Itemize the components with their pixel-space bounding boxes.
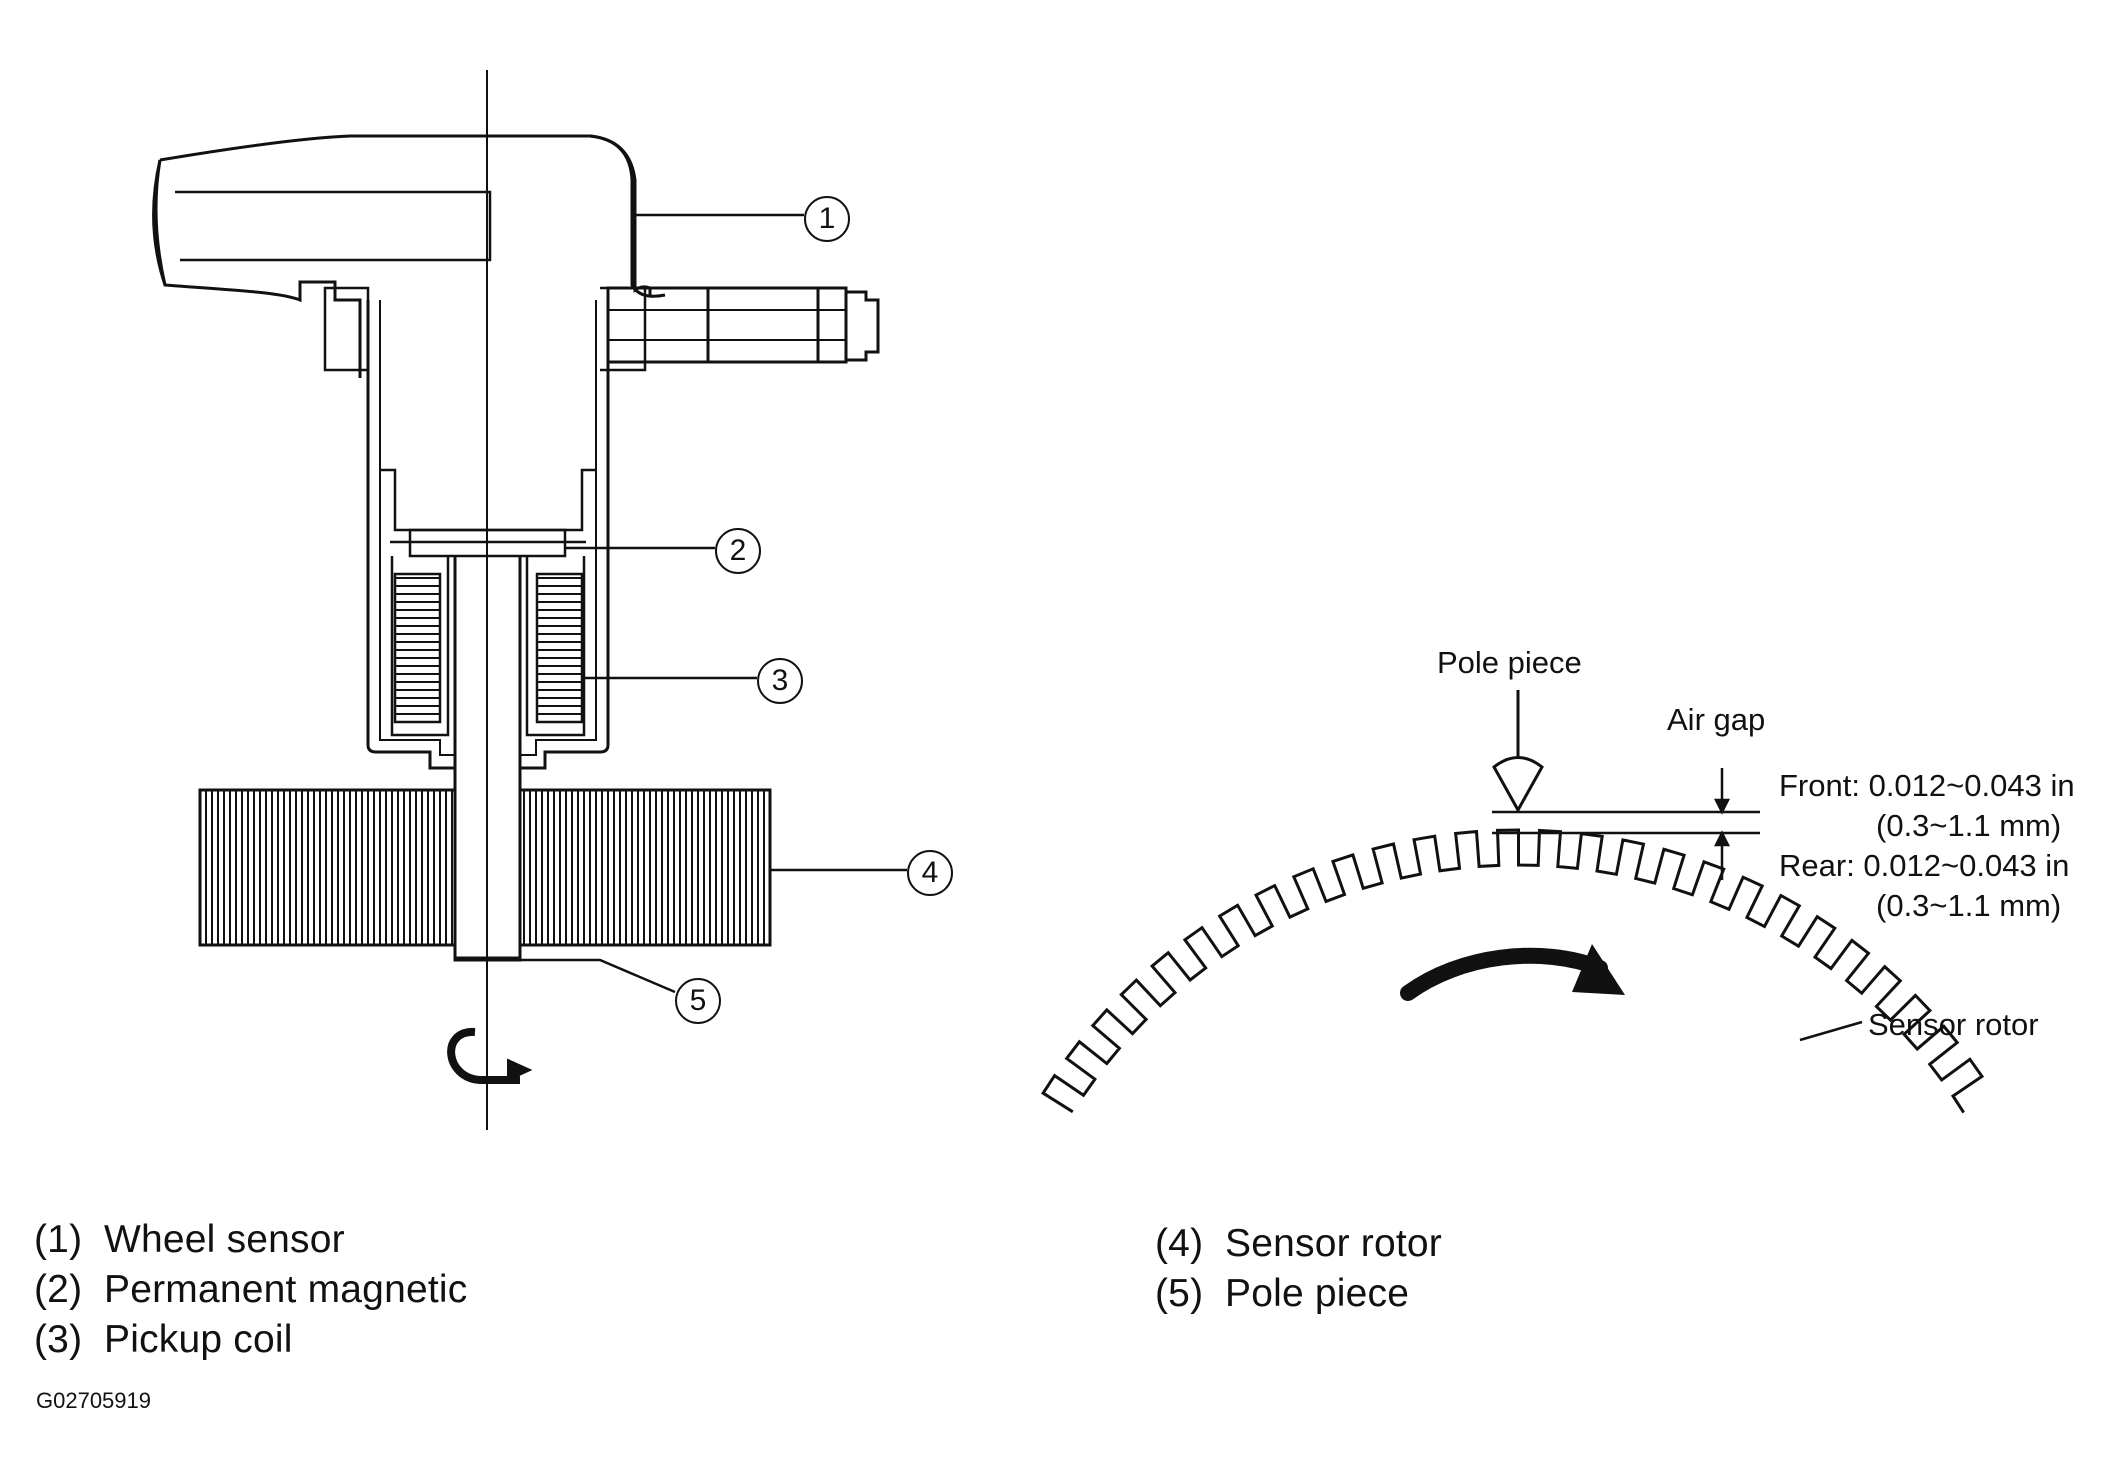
rear-gap-spec-mm: (0.3~1.1 mm) bbox=[1876, 888, 2062, 923]
air-gap-label: Air gap bbox=[1667, 702, 1766, 737]
legend-text: Wheel sensor bbox=[104, 1218, 345, 1261]
legend-text: Pole piece bbox=[1225, 1272, 1410, 1315]
legend-num: (1) bbox=[34, 1218, 83, 1261]
sensor-head bbox=[154, 134, 652, 378]
callout-3: 3 bbox=[757, 658, 803, 704]
sensor-housing bbox=[323, 286, 647, 962]
pole-piece-label: Pole piece bbox=[1437, 645, 1582, 680]
sensor-rotor-side-right bbox=[518, 788, 772, 947]
legend-num: (2) bbox=[34, 1268, 83, 1311]
front-gap-spec: Front: 0.012~0.043 in bbox=[1779, 768, 2075, 803]
callout-1: 1 bbox=[804, 196, 850, 242]
legend-num: (3) bbox=[34, 1318, 83, 1361]
legend-item-5: (5) Pole piece bbox=[1155, 1272, 1409, 1316]
connector bbox=[606, 286, 880, 364]
legend-text: Sensor rotor bbox=[1225, 1222, 1442, 1265]
rotation-arrow-icon bbox=[447, 1028, 533, 1084]
legend-num: (4) bbox=[1155, 1222, 1204, 1265]
air-gap-lines bbox=[1492, 768, 1760, 880]
callout-2: 2 bbox=[715, 528, 761, 574]
pickup-coil-left bbox=[393, 572, 442, 724]
legend-item-3: (3) Pickup coil bbox=[34, 1318, 293, 1362]
legend-item-1: (1) Wheel sensor bbox=[34, 1218, 345, 1262]
sensor-rotor-side-left bbox=[198, 788, 457, 947]
pole-piece-tip bbox=[1492, 690, 1544, 814]
legend-text: Permanent magnetic bbox=[104, 1268, 468, 1311]
sensor-rotor-leader bbox=[1799, 1020, 1863, 1042]
callout-leaders bbox=[520, 213, 907, 994]
legend-item-2: (2) Permanent magnetic bbox=[34, 1268, 467, 1312]
callout-5: 5 bbox=[675, 978, 721, 1024]
wheel-sensor-drawing bbox=[152, 70, 880, 1130]
rear-gap-spec: Rear: 0.012~0.043 in bbox=[1779, 848, 2070, 883]
callout-4: 4 bbox=[907, 850, 953, 896]
sensor-rotor-gear bbox=[1041, 828, 1985, 1114]
front-gap-spec-mm: (0.3~1.1 mm) bbox=[1876, 808, 2062, 843]
sensor-rotor-label: Sensor rotor bbox=[1868, 1007, 2039, 1042]
legend-num: (5) bbox=[1155, 1272, 1204, 1315]
legend-item-4: (4) Sensor rotor bbox=[1155, 1222, 1442, 1266]
permanent-magnet bbox=[408, 528, 567, 558]
rotation-direction-arrow-icon bbox=[1400, 944, 1625, 1001]
pickup-coil-right bbox=[535, 572, 584, 724]
legend-text: Pickup coil bbox=[104, 1318, 293, 1361]
figure-code: G02705919 bbox=[36, 1388, 151, 1413]
